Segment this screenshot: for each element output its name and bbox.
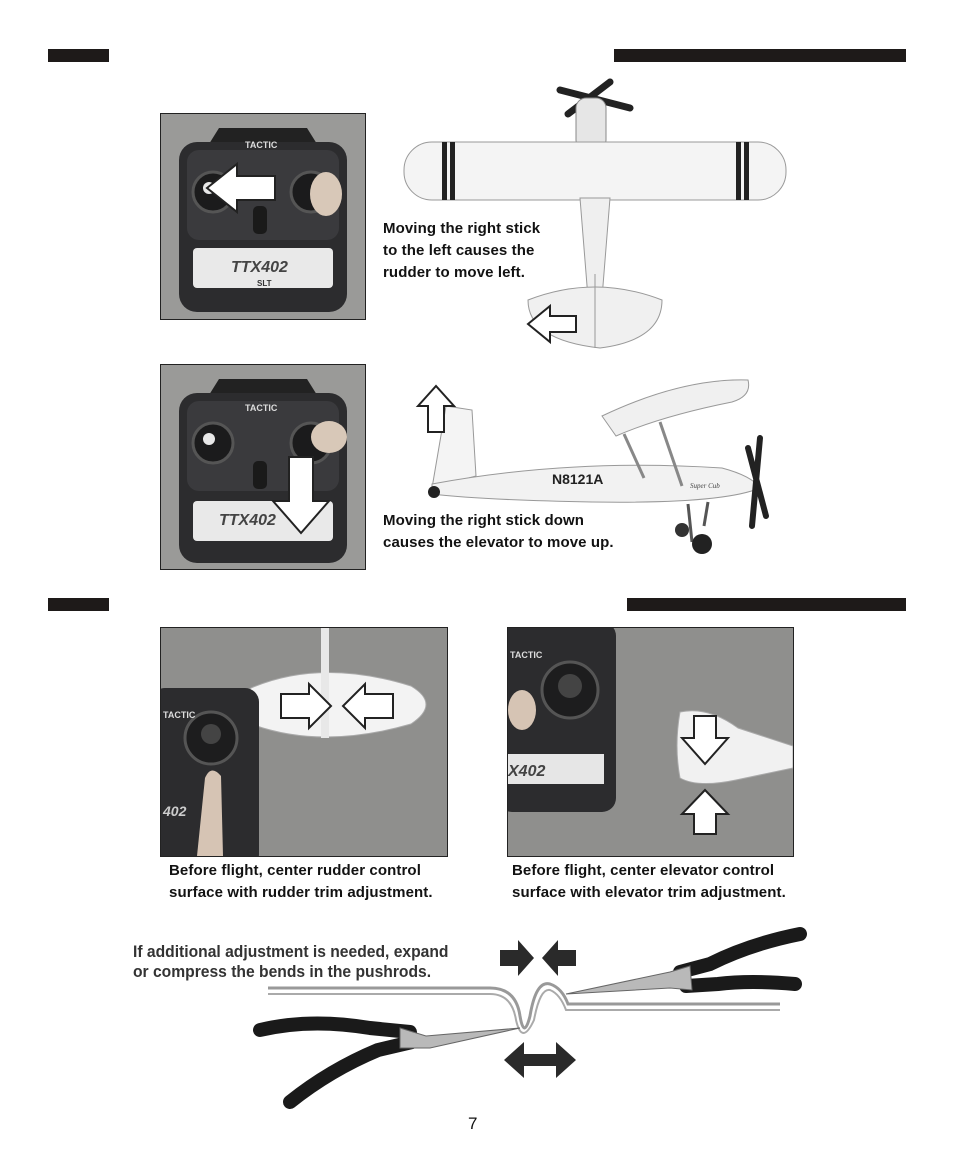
arrow-left-icon	[341, 681, 394, 731]
page-number: 7	[468, 1114, 478, 1133]
transmitter-brand: TACTIC	[163, 710, 196, 720]
caption-line: Moving the right stick down	[383, 512, 585, 529]
elevator-arrow-up-icon	[415, 384, 457, 433]
arrow-down-icon	[679, 715, 731, 766]
caption-center-rudder: Before flight, center rudder control sur…	[169, 860, 433, 904]
arrow-left-icon	[205, 161, 276, 215]
caption-center-elevator: Before flight, center elevator control s…	[512, 860, 786, 904]
compress-arrow-right-icon	[500, 940, 534, 976]
pliers-pushrod-illustration	[250, 920, 810, 1110]
transmitter-photo-stick-left: TACTIC TTX402 SLT	[160, 113, 366, 320]
transmitter-model: TTX402	[219, 512, 276, 529]
caption-line: causes the elevator to move up.	[383, 534, 614, 551]
pushrod-instructions: If additional adjustment is needed, expa…	[133, 942, 448, 982]
center-rudder-photo: TACTIC 402	[160, 627, 448, 857]
transmitter-model-partial: X402	[508, 763, 545, 780]
transmitter-brand: TACTIC	[245, 403, 278, 413]
transmitter-brand: TACTIC	[245, 140, 278, 150]
aircraft-name: Super Cub	[690, 482, 720, 490]
center-rudder-illustration: TACTIC 402	[161, 628, 447, 856]
section-bar-right-top	[614, 49, 906, 62]
aircraft-registration: N8121A	[552, 471, 603, 487]
caption-line: surface with elevator trim adjustment.	[512, 884, 786, 901]
rudder-arrow-left-icon	[526, 303, 577, 345]
transmitter-illustration: TACTIC TTX402 SLT	[161, 114, 365, 319]
caption-line: Before flight, center rudder control	[169, 862, 421, 879]
transmitter-illustration: TACTIC TTX402	[161, 365, 365, 569]
expand-arrow-icon	[504, 1042, 576, 1078]
caption-elevator-up: Moving the right stick down causes the e…	[383, 510, 614, 554]
section-bar-left-bottom	[48, 598, 109, 611]
transmitter-model-partial: 402	[162, 803, 187, 819]
center-elevator-illustration: TACTIC X402	[508, 628, 793, 856]
section-bar-right-bottom	[627, 598, 906, 611]
center-elevator-photo: TACTIC X402	[507, 627, 794, 857]
transmitter-sub-logo: SLT	[257, 279, 272, 288]
caption-line: Before flight, center elevator control	[512, 862, 775, 879]
transmitter-model: TTX402	[231, 259, 288, 276]
arrow-down-icon	[270, 456, 332, 535]
caption-line: to the left causes the	[383, 242, 535, 259]
airplane-top-view	[400, 78, 790, 353]
caption-line: Moving the right stick	[383, 220, 541, 237]
arrow-up-icon	[679, 788, 731, 835]
transmitter-photo-stick-down: TACTIC TTX402	[160, 364, 366, 570]
caption-rudder-left: Moving the right stick to the left cause…	[383, 218, 540, 284]
airplane-side-view: N8121A Super Cub	[392, 376, 792, 560]
section-bar-left-top	[48, 49, 109, 62]
compress-arrow-left-icon	[542, 940, 576, 976]
instruction-line: or compress the bends in the pushrods.	[133, 962, 432, 981]
instruction-line: If additional adjustment is needed, expa…	[133, 942, 449, 961]
arrow-right-icon	[280, 681, 333, 731]
caption-line: surface with rudder trim adjustment.	[169, 884, 433, 901]
caption-line: rudder to move left.	[383, 264, 526, 281]
transmitter-brand: TACTIC	[510, 650, 543, 660]
